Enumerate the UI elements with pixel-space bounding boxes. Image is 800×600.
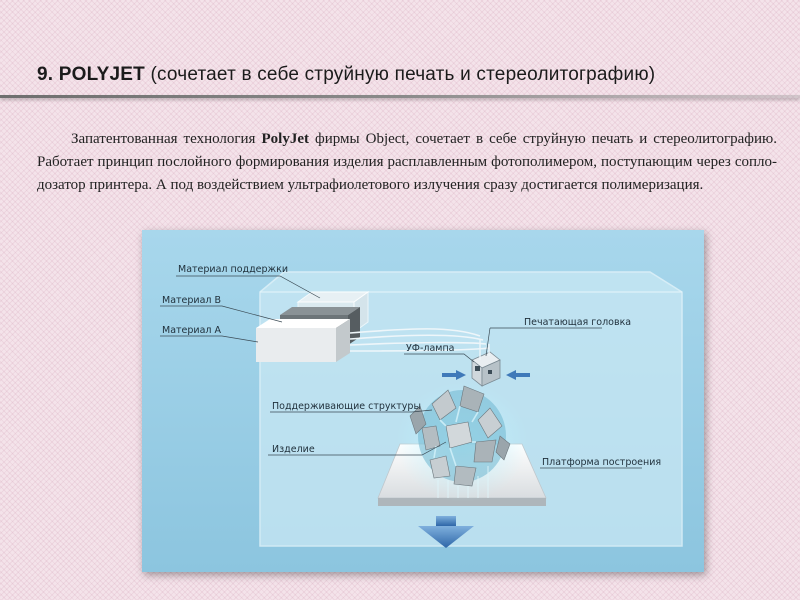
printed-object [396,382,528,502]
paragraph-rest: фирмы Object, сочетает в себе струйную п… [37,131,777,193]
label-support-material: Материал поддержки [178,264,288,275]
label-material-a: Материал A [162,325,222,336]
polyjet-diagram: Материал поддержки Материал B Материал A… [142,230,704,572]
print-head [471,340,501,387]
material-a-cartridge [256,319,350,328]
label-build-platform: Платформа построения [542,457,661,468]
label-material-b: Материал B [162,295,221,306]
down-arrow [418,516,474,548]
title-divider [0,95,800,98]
body-paragraph: Запатентованная технология PolyJet фирмы… [37,128,777,197]
label-support-structures: Поддерживающие структуры [272,401,421,412]
feed-tubes [349,328,490,352]
label-print-head: Печатающая головка [524,317,631,328]
title-number: 9. POLYJET [37,64,145,85]
slide-title: 9. POLYJET (сочетает в себе струйную печ… [37,64,655,86]
material-cartridges [256,291,370,362]
paragraph-technology-name: PolyJet [261,131,309,147]
title-subtitle: (сочетает в себе струйную печать и стере… [144,64,656,85]
label-product: Изделие [272,444,315,455]
head-movement-arrows [442,370,530,380]
paragraph-intro: Запатентованная технология [71,131,262,147]
label-uv-lamp: УФ-лампа [406,343,455,354]
label-leader-lines [160,275,642,469]
material-b-cartridge [280,307,360,315]
